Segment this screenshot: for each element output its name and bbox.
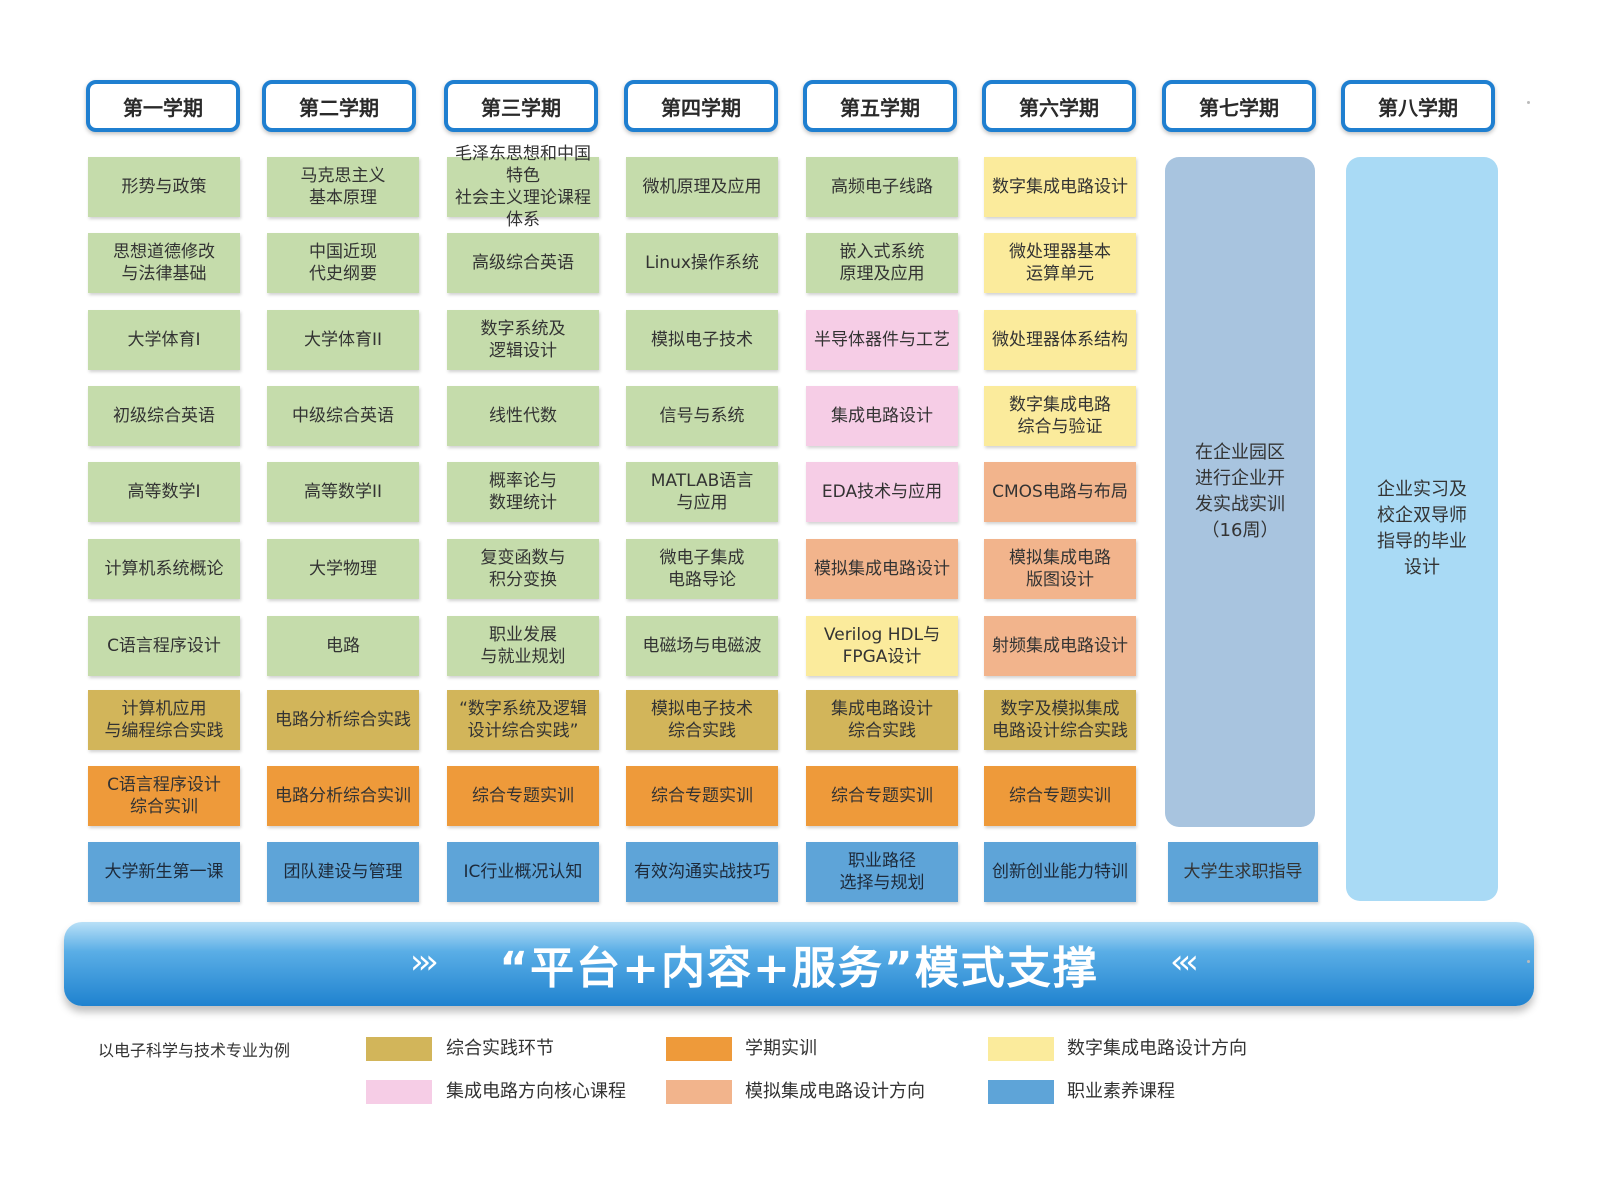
course-cell-s5-r9: 综合专题实训 (806, 766, 958, 826)
course-cell-s5-r7: Verilog HDL与 FPGA设计 (806, 616, 958, 676)
course-cell-s3-r6: 复变函数与 积分变换 (447, 539, 599, 599)
course-cell-s2-r7: 电路 (267, 616, 419, 676)
course-cell-s3-r2: 高级综合英语 (447, 233, 599, 293)
course-cell-s1-r7: C语言程序设计 (88, 616, 240, 676)
course-cell-s2-r10: 团队建设与管理 (267, 842, 419, 902)
course-cell-s1-r5: 高等数学I (88, 462, 240, 522)
course-cell-s3-r9: 综合专题实训 (447, 766, 599, 826)
course-cell-s2-r1: 马克思主义 基本原理 (267, 157, 419, 217)
legend-label-literacy: 职业素养课程 (1067, 1081, 1175, 1102)
legend-label-ic-core: 集成电路方向核心课程 (446, 1081, 626, 1102)
semester-3-header: 第三学期 (444, 80, 598, 132)
course-cell-s3-r7: 职业发展 与就业规划 (447, 616, 599, 676)
semester-7-internship-block: 在企业园区 进行企业开 发实战实训 （16周） (1165, 157, 1315, 827)
semester-8-thesis-block: 企业实习及 校企双导师 指导的毕业 设计 (1346, 157, 1498, 901)
semester-7-header: 第七学期 (1162, 80, 1316, 132)
course-cell-s4-r6: 微电子集成 电路导论 (626, 539, 778, 599)
course-cell-s6-r3: 微处理器体系结构 (984, 310, 1136, 370)
course-cell-s5-r8: 集成电路设计 综合实践 (806, 690, 958, 750)
course-cell-s4-r2: Linux操作系统 (626, 233, 778, 293)
semester-4-header: 第四学期 (624, 80, 778, 132)
legend-label-training: 学期实训 (745, 1038, 817, 1059)
banner-title: “平台+内容+服务”模式支撑 (499, 943, 1099, 994)
triple-chevron-right-icon: ››› (410, 942, 439, 982)
course-cell-s1-r9: C语言程序设计 综合实训 (88, 766, 240, 826)
legend-note: 以电子科学与技术专业为例 (98, 1041, 291, 1060)
edge-dot (1527, 960, 1530, 963)
course-cell-s2-r4: 中级综合英语 (267, 386, 419, 446)
course-cell-s5-r2: 嵌入式系统 原理及应用 (806, 233, 958, 293)
course-cell-s6-r1: 数字集成电路设计 (984, 157, 1136, 217)
course-cell-s3-r8: “数字系统及逻辑 设计综合实践” (447, 690, 599, 750)
course-cell-s6-r4: 数字集成电路 综合与验证 (984, 386, 1136, 446)
course-cell-s1-r3: 大学体育I (88, 310, 240, 370)
course-cell-s6-r8: 数字及模拟集成 电路设计综合实践 (984, 690, 1136, 750)
course-cell-s4-r9: 综合专题实训 (626, 766, 778, 826)
course-cell-s4-r5: MATLAB语言 与应用 (626, 462, 778, 522)
course-cell-s4-r10: 有效沟通实战技巧 (626, 842, 778, 902)
semester-7-career-course: 大学生求职指导 (1168, 842, 1318, 902)
course-cell-s2-r5: 高等数学II (267, 462, 419, 522)
legend-swatch-ic-core (366, 1080, 432, 1104)
legend-swatch-literacy (988, 1080, 1054, 1104)
course-cell-s1-r8: 计算机应用 与编程综合实践 (88, 690, 240, 750)
course-cell-s6-r5: CMOS电路与布局 (984, 462, 1136, 522)
course-cell-s4-r3: 模拟电子技术 (626, 310, 778, 370)
legend-swatch-training (666, 1037, 732, 1061)
legend-label-practice: 综合实践环节 (446, 1038, 554, 1059)
legend-swatch-analog (666, 1080, 732, 1104)
legend-swatch-practice (366, 1037, 432, 1061)
course-cell-s2-r6: 大学物理 (267, 539, 419, 599)
course-cell-s2-r2: 中国近现 代史纲要 (267, 233, 419, 293)
course-cell-s6-r7: 射频集成电路设计 (984, 616, 1136, 676)
course-cell-s3-r5: 概率论与 数理统计 (447, 462, 599, 522)
semester-6-header: 第六学期 (982, 80, 1136, 132)
course-cell-s5-r10: 职业路径 选择与规划 (806, 842, 958, 902)
semester-8-header: 第八学期 (1341, 80, 1495, 132)
course-cell-s1-r4: 初级综合英语 (88, 386, 240, 446)
course-cell-s3-r3: 数字系统及 逻辑设计 (447, 310, 599, 370)
course-cell-s1-r2: 思想道德修改 与法律基础 (88, 233, 240, 293)
legend-label-digital: 数字集成电路设计方向 (1067, 1038, 1247, 1059)
course-cell-s5-r6: 模拟集成电路设计 (806, 539, 958, 599)
course-cell-s1-r1: 形势与政策 (88, 157, 240, 217)
course-cell-s6-r6: 模拟集成电路 版图设计 (984, 539, 1136, 599)
legend-swatch-digital (988, 1037, 1054, 1061)
course-cell-s6-r2: 微处理器基本 运算单元 (984, 233, 1136, 293)
course-cell-s1-r6: 计算机系统概论 (88, 539, 240, 599)
course-cell-s3-r4: 线性代数 (447, 386, 599, 446)
course-cell-s4-r7: 电磁场与电磁波 (626, 616, 778, 676)
triple-chevron-left-icon: ‹‹‹ (1170, 942, 1199, 982)
course-cell-s5-r4: 集成电路设计 (806, 386, 958, 446)
semester-5-header: 第五学期 (803, 80, 957, 132)
course-cell-s6-r9: 综合专题实训 (984, 766, 1136, 826)
course-cell-s3-r1: 毛泽东思想和中国特色 社会主义理论课程体系 (447, 144, 599, 230)
course-cell-s1-r10: 大学新生第一课 (88, 842, 240, 902)
course-cell-s2-r3: 大学体育II (267, 310, 419, 370)
course-cell-s4-r1: 微机原理及应用 (626, 157, 778, 217)
edge-dot (1527, 101, 1530, 104)
semester-2-header: 第二学期 (262, 80, 416, 132)
course-cell-s4-r4: 信号与系统 (626, 386, 778, 446)
course-cell-s5-r1: 高频电子线路 (806, 157, 958, 217)
course-cell-s6-r10: 创新创业能力特训 (984, 842, 1136, 902)
course-cell-s2-r9: 电路分析综合实训 (267, 766, 419, 826)
course-cell-s5-r5: EDA技术与应用 (806, 462, 958, 522)
legend-label-analog: 模拟集成电路设计方向 (745, 1081, 925, 1102)
course-cell-s4-r8: 模拟电子技术 综合实践 (626, 690, 778, 750)
course-cell-s2-r8: 电路分析综合实践 (267, 690, 419, 750)
platform-banner: ››› “平台+内容+服务”模式支撑 ‹‹‹ (64, 922, 1534, 1006)
course-cell-s5-r3: 半导体器件与工艺 (806, 310, 958, 370)
semester-1-header: 第一学期 (86, 80, 240, 132)
course-cell-s3-r10: IC行业概况认知 (447, 842, 599, 902)
